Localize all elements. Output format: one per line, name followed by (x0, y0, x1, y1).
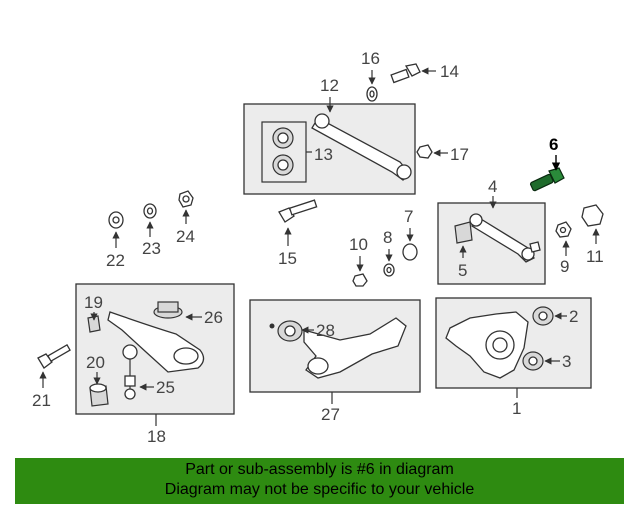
label-14: 14 (440, 62, 459, 81)
part-24-nut (178, 190, 194, 208)
part-14-bolt (390, 63, 421, 84)
part-15-bolt (278, 199, 318, 223)
box-upper-arm (243, 103, 416, 195)
label-11: 11 (586, 247, 604, 266)
label-28: 28 (316, 321, 335, 340)
banner-line-1: Part or sub-assembly is #6 in diagram (185, 461, 454, 478)
label-26: 26 (204, 308, 223, 327)
label-17: 17 (450, 145, 469, 164)
label-4: 4 (488, 177, 497, 196)
part-21-bolt (37, 344, 71, 369)
label-5: 5 (458, 261, 467, 280)
box-trailing-arm (249, 299, 421, 393)
label-2: 2 (569, 307, 578, 326)
part-17-nut (416, 144, 433, 159)
label-9: 9 (560, 257, 569, 276)
label-15: 15 (278, 249, 297, 268)
part-8-washer (383, 263, 395, 277)
box-lower-arm (75, 283, 235, 415)
label-25: 25 (156, 378, 175, 397)
part-23-washer (143, 203, 157, 219)
part-11-cap (581, 204, 604, 227)
box-lower-link (437, 202, 546, 285)
part-22-washer (108, 211, 124, 229)
info-banner: Part or sub-assembly is #6 in diagram Di… (15, 458, 624, 504)
label-13: 13 (314, 145, 333, 164)
label-18: 18 (147, 427, 166, 446)
part-7-ring (402, 243, 418, 261)
label-6: 6 (549, 135, 558, 154)
label-21: 21 (32, 391, 51, 410)
box-knuckle (435, 297, 592, 389)
label-7: 7 (404, 207, 413, 226)
label-16: 16 (361, 49, 380, 68)
part-9-nut (555, 221, 572, 238)
part-6-bolt-highlighted (529, 167, 565, 192)
label-22: 22 (106, 251, 125, 270)
label-27: 27 (321, 405, 340, 424)
label-8: 8 (383, 228, 392, 247)
label-10: 10 (349, 235, 368, 254)
banner-line-2: Diagram may not be specific to your vehi… (164, 481, 475, 498)
label-1: 1 (512, 399, 521, 418)
label-12: 12 (320, 76, 339, 95)
part-16-washer (366, 86, 378, 102)
label-3: 3 (562, 352, 571, 371)
part-10-nut (352, 273, 368, 287)
label-24: 24 (176, 227, 195, 246)
label-20: 20 (86, 353, 105, 372)
label-23: 23 (142, 239, 161, 258)
label-19: 19 (84, 293, 103, 312)
